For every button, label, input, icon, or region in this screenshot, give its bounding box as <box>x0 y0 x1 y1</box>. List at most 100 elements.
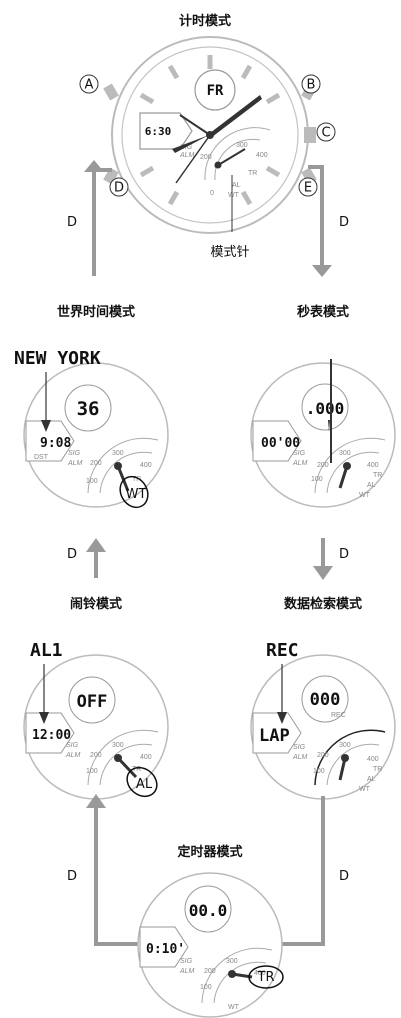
main-alm-label: ALM <box>179 152 195 159</box>
sw-al-label: AL <box>367 482 376 489</box>
al-al-label: AL <box>136 777 153 792</box>
button-b-label: B <box>307 78 316 93</box>
main-watch: FR 6:30 SIG ALM 300 400 200 TR AL WT 0 <box>103 36 317 234</box>
rec-name-display: REC <box>266 640 299 661</box>
arrow-d-down-2 <box>313 538 333 580</box>
main-day-display: FR <box>207 83 224 99</box>
al-time-display: 12:00 <box>32 728 71 743</box>
button-a-label: A <box>85 78 94 93</box>
rec-scale-100: 100 <box>313 768 325 775</box>
main-scale-200: 200 <box>200 154 212 161</box>
timekeeping-mode-title: 计时模式 <box>179 13 231 29</box>
arrow-d-label-5: D <box>67 869 77 884</box>
timer-watch: 00.0 0:10' SIG ALM 300 400 200 100 WT TR <box>137 872 284 1018</box>
wt-time-display: 9:08 <box>40 436 71 451</box>
rec-sig-label: SIG <box>293 744 306 751</box>
rec-scale-300: 300 <box>339 742 351 749</box>
arrow-d-label-1: D <box>67 215 77 230</box>
pusher-c <box>304 127 316 143</box>
minute-hand <box>210 95 262 137</box>
wt-tr-label: TR <box>132 476 141 483</box>
wt-number-display: 36 <box>77 398 100 420</box>
arrow-d-label-6: D <box>339 869 349 884</box>
rec-num-display: 000 <box>310 690 341 710</box>
tm-alm-label: ALM <box>179 968 195 975</box>
wt-scale-400: 400 <box>140 462 152 469</box>
button-c-label: C <box>321 126 330 141</box>
recall-watch: 000 REC LAP SIG ALM 300 400 200 100 TR A… <box>250 654 396 800</box>
sw-scale-400: 400 <box>367 462 379 469</box>
timer-mode-title: 定时器模式 <box>176 844 242 860</box>
main-time-display: 6:30 <box>145 125 172 138</box>
al-alm-label: ALM <box>65 752 81 759</box>
arrow-e-down-right <box>308 165 332 277</box>
wt-dst-label: DST <box>34 454 49 461</box>
al-scale-400: 400 <box>140 754 152 761</box>
main-wt-label: WT <box>228 192 240 199</box>
wt-wt-label: WT <box>126 487 147 502</box>
world-time-watch: 36 9:08 DST SIG ALM 300 400 200 100 TR W… <box>23 362 169 509</box>
main-sig-label: SIG <box>180 144 193 151</box>
stopwatch-mode-title: 秒表模式 <box>297 304 349 320</box>
world-time-mode-title: 世界时间模式 <box>57 304 135 320</box>
tm-scale-300: 300 <box>226 958 238 965</box>
recall-mode-title: 数据检索模式 <box>284 596 362 612</box>
al-state-display: OFF <box>77 692 108 712</box>
arrow-d-up-left <box>84 160 112 276</box>
rec-alm-label: ALM <box>292 754 308 761</box>
wt-alm-label: ALM <box>67 460 83 467</box>
al-tr-label: TR <box>132 766 141 773</box>
rec-tr-label: TR <box>373 766 382 773</box>
rec-wt-label: WT <box>359 786 371 793</box>
sw-tr-label: TR <box>373 472 382 479</box>
tm-wt-label: WT <box>228 1004 240 1011</box>
pusher-d <box>103 167 119 185</box>
sw-top-display: .000 <box>306 399 345 418</box>
mode-hand-label: 模式针 <box>210 245 249 260</box>
main-scale-300: 300 <box>236 142 248 149</box>
arrow-d-label-3: D <box>67 547 77 562</box>
arrow-d-label-2: D <box>339 215 349 230</box>
button-e-label: E <box>304 181 312 196</box>
sw-scale-300: 300 <box>339 450 351 457</box>
al-scale-100: 100 <box>86 768 98 775</box>
button-d-label: D <box>114 181 124 196</box>
al-scale-300: 300 <box>112 742 124 749</box>
rec-scale-200: 200 <box>317 752 329 759</box>
main-al-label: AL <box>232 182 241 189</box>
al-name-display: AL1 <box>30 640 63 661</box>
sw-time-display: 00'00 <box>261 436 300 451</box>
tm-scale-200: 200 <box>204 968 216 975</box>
sw-alm-label: ALM <box>292 460 308 467</box>
wt-sig-label: SIG <box>68 450 81 457</box>
tm-scale-100: 100 <box>200 984 212 991</box>
sw-scale-100: 100 <box>311 476 323 483</box>
pusher-a <box>103 83 119 101</box>
arrow-d-label-4: D <box>339 547 349 562</box>
main-scale-400: 400 <box>256 152 268 159</box>
al-scale-200: 200 <box>90 752 102 759</box>
main-scale-0: 0 <box>210 190 214 197</box>
tm-time-display: 0:10' <box>146 942 185 957</box>
sw-wt-label: WT <box>359 492 371 499</box>
alarm-watch: OFF 12:00 SIG ALM 300 400 200 100 TR AL <box>23 654 169 800</box>
main-tr-label: TR <box>248 170 257 177</box>
stopwatch-watch: .000 00'00 SIG ALM 300 400 200 100 TR AL… <box>250 359 396 508</box>
arrow-d-up-2 <box>86 538 106 578</box>
wt-scale-300: 300 <box>112 450 124 457</box>
sw-scale-200: 200 <box>317 462 329 469</box>
tm-scale-400: 400 <box>254 970 266 977</box>
tm-top-display: 00.0 <box>189 901 228 920</box>
alarm-mode-title: 闹铃模式 <box>70 596 122 612</box>
wt-scale-100: 100 <box>86 478 98 485</box>
second-hand <box>175 134 211 184</box>
tm-sig-label: SIG <box>180 958 193 965</box>
arrow-d-up-left-3 <box>86 794 154 946</box>
rec-lap-display: LAP <box>259 726 290 746</box>
sw-sig-label: SIG <box>293 450 306 457</box>
rec-al-label: AL <box>367 776 376 783</box>
al-sig-label: SIG <box>66 742 79 749</box>
wt-scale-200: 200 <box>90 460 102 467</box>
button-labels: A B C D E <box>79 74 336 197</box>
